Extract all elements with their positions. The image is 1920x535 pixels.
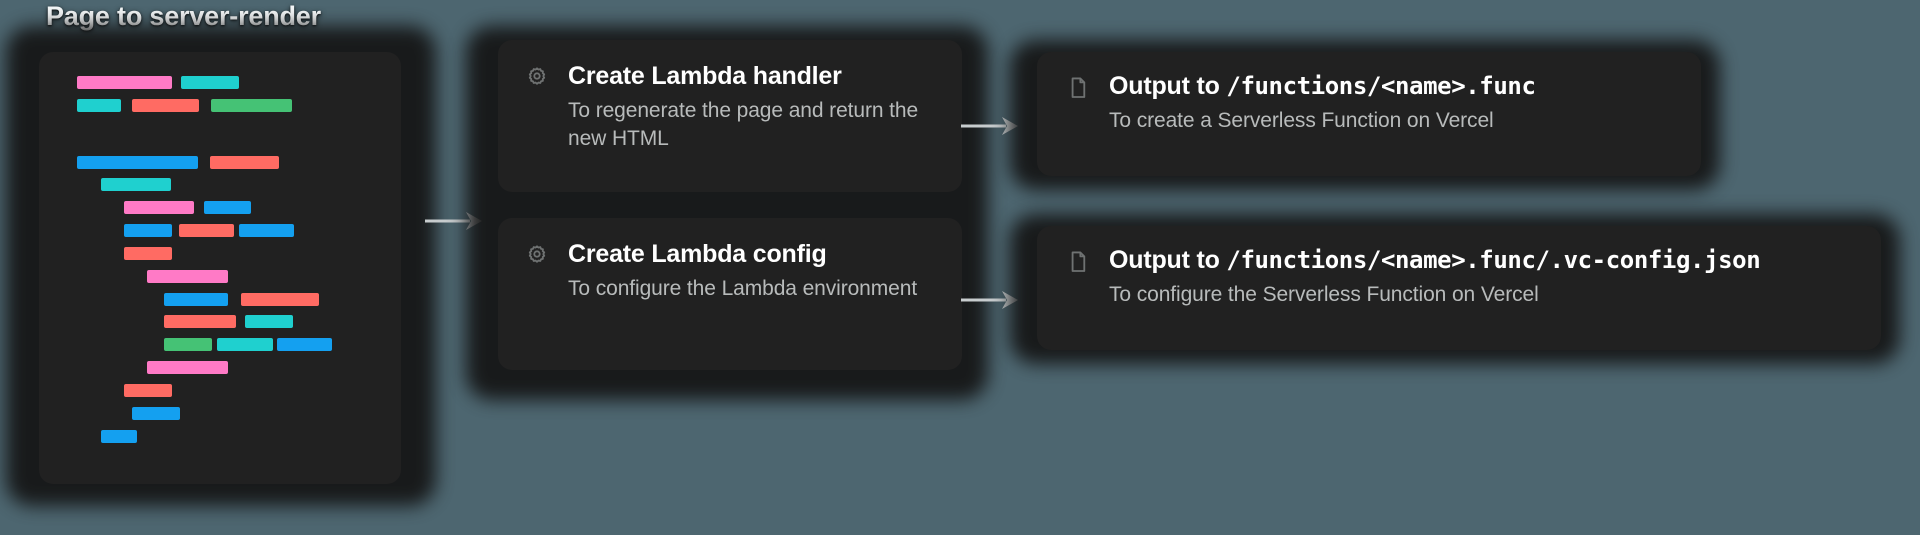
code-line-token <box>147 270 228 283</box>
card-title-path: /functions/<name>.func/.vc-config.json <box>1226 246 1761 274</box>
card-subtitle: To configure the Lambda environment <box>568 277 918 300</box>
card-subtitle: To configure the Serverless Function on … <box>1109 283 1539 306</box>
gear-icon <box>524 65 550 91</box>
code-line-token <box>179 224 234 237</box>
card-create-lambda-config[interactable]: Create Lambda config To configure the La… <box>498 218 962 370</box>
card-title: Output to /functions/<name>.func/.vc-con… <box>1109 246 1761 274</box>
code-line-token <box>164 293 228 306</box>
code-line-token <box>277 338 332 351</box>
code-line-token <box>132 407 180 420</box>
code-line-token <box>132 99 199 112</box>
code-line-token <box>77 76 172 89</box>
code-line-token <box>164 315 236 328</box>
code-line-token <box>239 224 294 237</box>
file-icon <box>1065 249 1091 275</box>
card-title-prefix: Output to <box>1109 72 1227 100</box>
code-line-token <box>77 99 121 112</box>
file-icon <box>1065 75 1091 101</box>
card-header: Create Lambda handler <box>524 62 936 91</box>
code-line-token <box>101 430 137 443</box>
code-line-token <box>245 315 293 328</box>
card-title-path: /functions/<name>.func <box>1226 72 1536 100</box>
code-line-token <box>124 201 194 214</box>
code-line-token <box>217 338 273 351</box>
page-source-code-panel <box>39 52 401 484</box>
code-line-token <box>147 361 228 374</box>
card-title: Create Lambda handler <box>568 62 842 90</box>
card-header: Output to /functions/<name>.func <box>1065 72 1673 101</box>
code-line-token <box>101 178 171 191</box>
code-line-token <box>124 224 172 237</box>
code-line-token <box>124 247 172 260</box>
code-line-token <box>181 76 239 89</box>
gear-icon <box>524 243 550 269</box>
code-line-token <box>77 156 198 169</box>
code-line-token <box>204 201 251 214</box>
code-line-token <box>241 293 319 306</box>
card-output-function[interactable]: Output to /functions/<name>.func To crea… <box>1037 52 1701 176</box>
card-header: Output to /functions/<name>.func/.vc-con… <box>1065 246 1853 275</box>
code-line-token <box>211 99 292 112</box>
code-line-token <box>164 338 212 351</box>
card-subtitle: To regenerate the page and return the ne… <box>568 99 919 150</box>
card-output-config[interactable]: Output to /functions/<name>.func/.vc-con… <box>1037 226 1881 350</box>
card-subtitle: To create a Serverless Function on Verce… <box>1109 109 1494 132</box>
card-title-prefix: Output to <box>1109 246 1227 274</box>
card-title: Create Lambda config <box>568 240 827 268</box>
card-header: Create Lambda config <box>524 240 936 269</box>
card-create-lambda-handler[interactable]: Create Lambda handler To regenerate the … <box>498 40 962 192</box>
code-line-token <box>210 156 279 169</box>
card-title: Output to /functions/<name>.func <box>1109 72 1536 100</box>
code-line-token <box>124 384 172 397</box>
